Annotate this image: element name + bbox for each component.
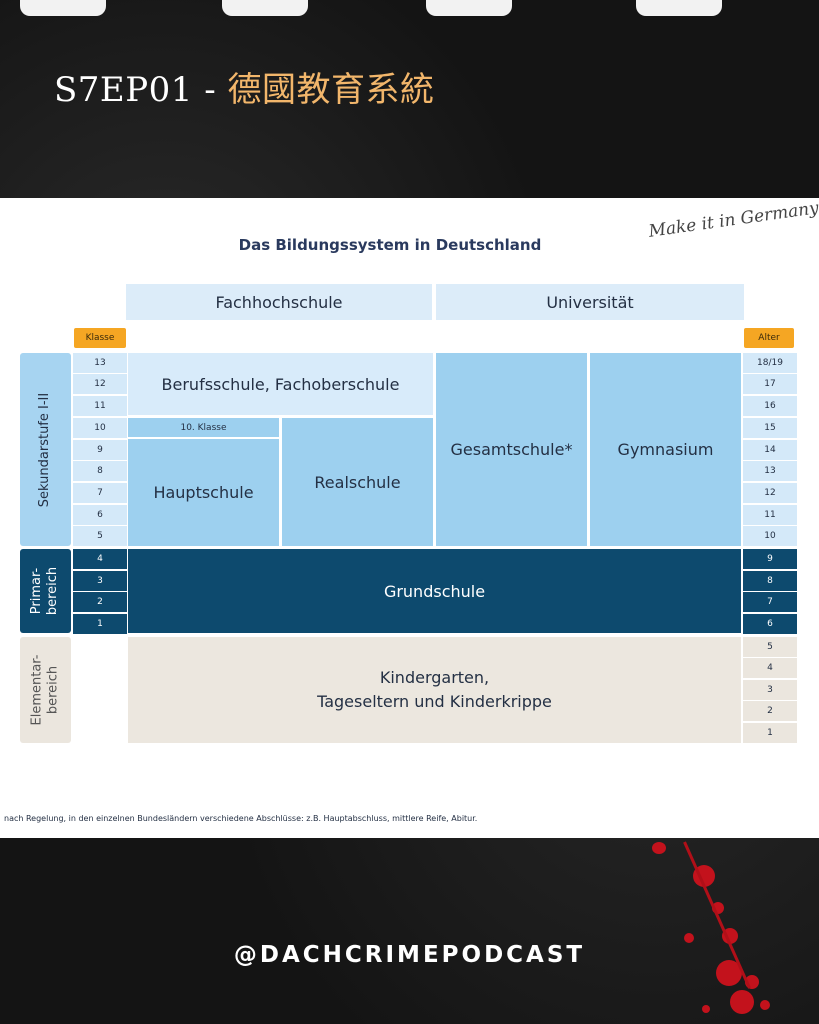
gesamtschule-box: Gesamtschule* bbox=[436, 353, 587, 546]
episode-topic: 德國教育系統 bbox=[227, 70, 435, 110]
kindergarten-line: Kindergarten, bbox=[379, 668, 490, 687]
klasse-number: 8 bbox=[73, 461, 127, 481]
diagram-title: Das Bildungssystem in Deutschland bbox=[238, 236, 542, 254]
side-label-sekundarstufe: Sekundarstufe I-II bbox=[20, 353, 71, 546]
side-label-text: Elementar- bereich bbox=[29, 654, 61, 726]
podcast-handle[interactable]: @DACHCRIMEPODCAST bbox=[233, 942, 586, 968]
title-separator: - bbox=[192, 70, 228, 110]
alter-tag: Alter bbox=[744, 328, 794, 348]
gymnasium-box: Gymnasium bbox=[590, 353, 741, 546]
klasse-number: 1 bbox=[73, 614, 127, 634]
film-hole bbox=[222, 0, 308, 16]
klasse-number: 4 bbox=[73, 549, 127, 569]
berufsschule-box: Berufsschule, Fachoberschule bbox=[128, 353, 433, 415]
alter-number: 6 bbox=[743, 614, 797, 634]
klasse-number: 5 bbox=[73, 526, 127, 546]
zehnte-klasse-box: 10. Klasse bbox=[128, 418, 279, 437]
alter-number: 7 bbox=[743, 592, 797, 612]
fachhochschule-box: Fachhochschule bbox=[126, 284, 432, 320]
episode-code: S7EP01 bbox=[54, 70, 193, 110]
side-label-text: Primar- bereich bbox=[29, 566, 61, 616]
realschule-box: Realschule bbox=[282, 418, 433, 546]
kindergarten-box: Kindergarten, Tageseltern und Kinderkrip… bbox=[128, 637, 741, 743]
footnote: nach Regelung, in den einzelnen Bundeslä… bbox=[4, 814, 478, 823]
episode-title: S7EP01 - 德國教育系統 bbox=[54, 62, 435, 111]
alter-number: 10 bbox=[743, 526, 797, 546]
side-label-elementarbereich: Elementar- bereich bbox=[20, 637, 71, 743]
klasse-number: 13 bbox=[73, 353, 127, 373]
alter-number: 11 bbox=[743, 505, 797, 525]
side-label-primarbereich: Primar- bereich bbox=[20, 549, 71, 633]
alter-number: 2 bbox=[743, 701, 797, 721]
film-hole bbox=[426, 0, 512, 16]
universitaet-box: Universität bbox=[436, 284, 744, 320]
alter-number: 1 bbox=[743, 723, 797, 743]
side-label-text: Sekundarstufe I-II bbox=[37, 392, 53, 507]
alter-number: 4 bbox=[743, 658, 797, 678]
diagram-panel: Make it in Germany Das Bildungssystem in… bbox=[0, 198, 819, 838]
alter-number: 17 bbox=[743, 374, 797, 394]
film-hole bbox=[636, 0, 722, 16]
klasse-number: 12 bbox=[73, 374, 127, 394]
alter-number: 18/19 bbox=[743, 353, 797, 373]
film-hole bbox=[20, 0, 106, 16]
klasse-tag: Klasse bbox=[74, 328, 126, 348]
alter-number: 9 bbox=[743, 549, 797, 569]
alter-number: 3 bbox=[743, 680, 797, 700]
alter-number: 12 bbox=[743, 483, 797, 503]
alter-number: 16 bbox=[743, 396, 797, 416]
hauptschule-box: Hauptschule bbox=[128, 439, 279, 546]
alter-number: 5 bbox=[743, 637, 797, 657]
alter-number: 13 bbox=[743, 461, 797, 481]
alter-number: 14 bbox=[743, 440, 797, 460]
klasse-number: 7 bbox=[73, 483, 127, 503]
klasse-number: 10 bbox=[73, 418, 127, 438]
klasse-number: 6 bbox=[73, 505, 127, 525]
grundschule-box: Grundschule bbox=[128, 549, 741, 633]
klasse-number: 3 bbox=[73, 571, 127, 591]
klasse-number: 2 bbox=[73, 592, 127, 612]
alter-number: 8 bbox=[743, 571, 797, 591]
klasse-number: 9 bbox=[73, 440, 127, 460]
kindergarten-line: Tageseltern und Kinderkrippe bbox=[317, 692, 552, 711]
klasse-number: 11 bbox=[73, 396, 127, 416]
alter-number: 15 bbox=[743, 418, 797, 438]
